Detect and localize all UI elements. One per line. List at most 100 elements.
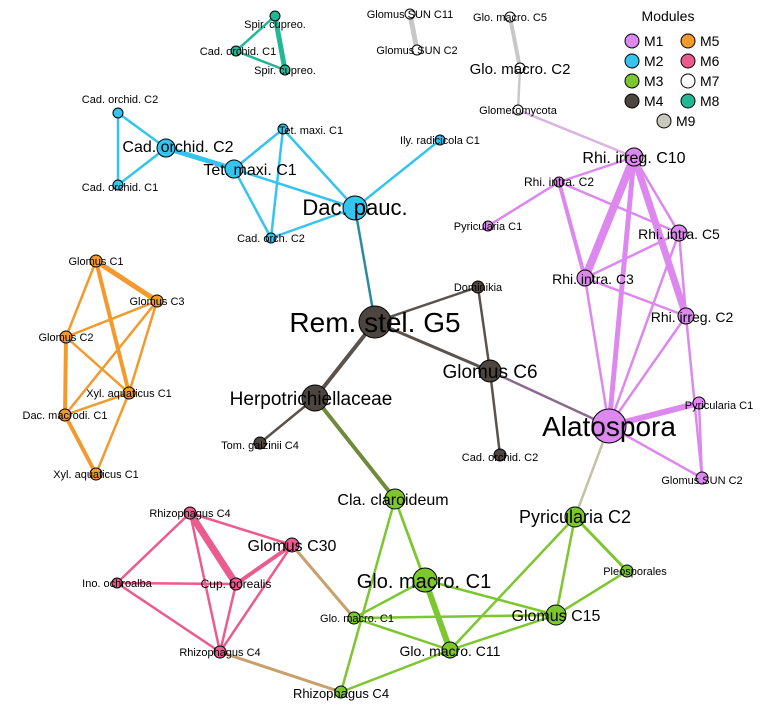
edge-rhiin2-pyr1a	[486, 180, 561, 228]
edge-glc1-glc2	[64, 259, 98, 339]
node-label-pyr2: Pyricularia C2	[519, 507, 631, 527]
node-label-rhiir2: Rhi. irreg. C2	[651, 309, 734, 325]
node-label-rhiin3: Rhi. intra. C3	[552, 271, 634, 287]
node-label-glc1: Glomus C1	[68, 256, 123, 268]
edge-glc15-pleo	[554, 569, 629, 617]
edge-gmac11-glc15	[448, 613, 558, 652]
node-label-rhi10: Rhi. irreg. C10	[582, 150, 685, 167]
edge-rhiin3-rhiir2	[583, 276, 688, 318]
edge-glc3-xyl1a	[127, 299, 159, 395]
node-cadorc1m2	[112, 179, 124, 191]
node-rhiin3	[576, 269, 594, 287]
edge-tet1b-tet1s	[232, 127, 285, 171]
edge-gmac11-rhiz4c	[339, 648, 452, 694]
edge-rhiin3-alato	[583, 276, 611, 428]
node-label-gmac2: Glo. macro. C2	[470, 61, 571, 78]
edge-rhi10-rhiin3	[581, 153, 638, 282]
legend-swatch-M3	[624, 73, 640, 89]
node-label-cla: Cla. claroideum	[337, 492, 448, 509]
edge-glc1-glc3	[93, 258, 160, 304]
edge-cadorch2-tet1s	[269, 127, 285, 240]
node-label-pyr1a: Pyricularia C1	[454, 221, 522, 233]
edge-cadorc2b-cadorc1m2	[116, 146, 168, 187]
edge-cla-rhiz4c	[339, 497, 397, 694]
edge-glc3-glc2	[64, 299, 159, 339]
legend-label-M9: M9	[676, 113, 696, 129]
node-label-alato: Alatospora	[542, 411, 676, 442]
legend-swatch-M7	[680, 73, 696, 89]
node-dac	[342, 195, 368, 221]
node-label-pyr1b: Pyricularia C1	[685, 400, 753, 412]
node-label-dac: Dac. pauc.	[302, 195, 407, 220]
edge-glc3-dacmac	[63, 299, 159, 417]
legend-label-M6: M6	[700, 53, 720, 69]
node-label-rhiz4a: Rhizophagus C4	[149, 508, 230, 520]
node-label-cadorc2b: Cad. orchid. C2	[122, 139, 233, 156]
legend-swatch-M1	[624, 33, 640, 49]
legend-swatch-M2	[624, 53, 640, 69]
node-gmac1s	[347, 611, 361, 625]
node-label-glomero: Glomeromycota	[479, 105, 558, 117]
node-gmac2	[514, 62, 526, 74]
node-gsun2m7	[411, 44, 423, 56]
node-label-glc6: Glomus C6	[442, 362, 537, 383]
node-label-xyl1a: Xyl. aquaticus C1	[86, 388, 172, 400]
node-label-spir2: Spir. cupreo.	[254, 65, 316, 77]
edge-gmac1-glc15	[423, 578, 558, 617]
node-label-glc30: Glomus C30	[248, 538, 337, 555]
node-pyr2	[564, 506, 586, 528]
node-rhiin2	[553, 176, 565, 188]
node-rhiir2	[677, 307, 695, 325]
node-label-glc15: Glomus C15	[512, 608, 601, 625]
legend-label-M4: M4	[644, 93, 664, 109]
node-spir2	[279, 64, 291, 76]
node-label-glc3: Glomus C3	[129, 296, 184, 308]
node-label-domin: Dominikia	[454, 282, 503, 294]
node-label-cadorc2a: Cad. orchid. C2	[82, 94, 158, 106]
node-label-gsun2m1: Glomus SUN C2	[661, 475, 742, 487]
edge-gmac5-gmac2	[508, 15, 522, 70]
edge-cadorch2-dac	[269, 206, 357, 240]
legend-swatch-M4	[624, 93, 640, 109]
node-pyr1b	[692, 396, 706, 410]
node-gmac11	[441, 641, 459, 659]
legend-swatch-M9	[656, 113, 672, 129]
edge-rem-domin	[373, 285, 480, 324]
node-glomero	[512, 104, 524, 116]
edge-glc30-gmac1s	[290, 543, 356, 620]
edge-rhi10-rhiir2	[630, 153, 690, 320]
legend-swatch-M5	[680, 33, 696, 49]
legend-label-M5: M5	[700, 33, 720, 49]
node-glc30	[284, 537, 300, 553]
node-layer	[58, 8, 709, 699]
node-gsun2m1	[695, 471, 709, 485]
edge-rhiir2-gsun2m1	[684, 314, 704, 480]
edge-cup-ino	[115, 581, 238, 586]
edge-rhiz4a-glc30	[188, 511, 294, 547]
edge-cup-rhiz4b	[218, 582, 238, 654]
legend-label-M3: M3	[644, 73, 664, 89]
node-label-gmac1s: Glo. macro. C1	[320, 613, 394, 625]
edge-rhiz4a-ino	[115, 511, 192, 585]
edge-herpo-cla	[313, 396, 397, 501]
node-spir1	[269, 10, 281, 22]
node-gsun11	[404, 8, 416, 20]
node-label-gsun11: Glomus SUN C11	[367, 9, 454, 21]
edge-rhiin3-rhiin5	[583, 231, 681, 280]
edge-glc15-pyr2	[554, 515, 577, 617]
node-label-cadorch2: Cad. orch. C2	[237, 233, 305, 245]
node-label-cadorc1m8: Cad. orchid. C1	[200, 46, 276, 58]
node-label-ily: Ily. radicicola C1	[400, 135, 480, 147]
legend-label-M7: M7	[700, 73, 720, 89]
edge-tet1b-cadorch2	[232, 167, 273, 240]
node-label-gmac11: Glo. macro. C11	[400, 643, 501, 659]
edge-glc6-alato	[488, 369, 611, 428]
edge-glc2-dacmac	[63, 335, 68, 417]
node-label-xyl1b: Xyl. aquaticus C1	[53, 469, 139, 481]
edge-dac-rem	[353, 206, 377, 324]
edge-ily-dac	[353, 138, 442, 210]
edge-alato-gsun2m1	[607, 424, 704, 480]
edge-gmac1s-gmac11	[352, 616, 452, 652]
